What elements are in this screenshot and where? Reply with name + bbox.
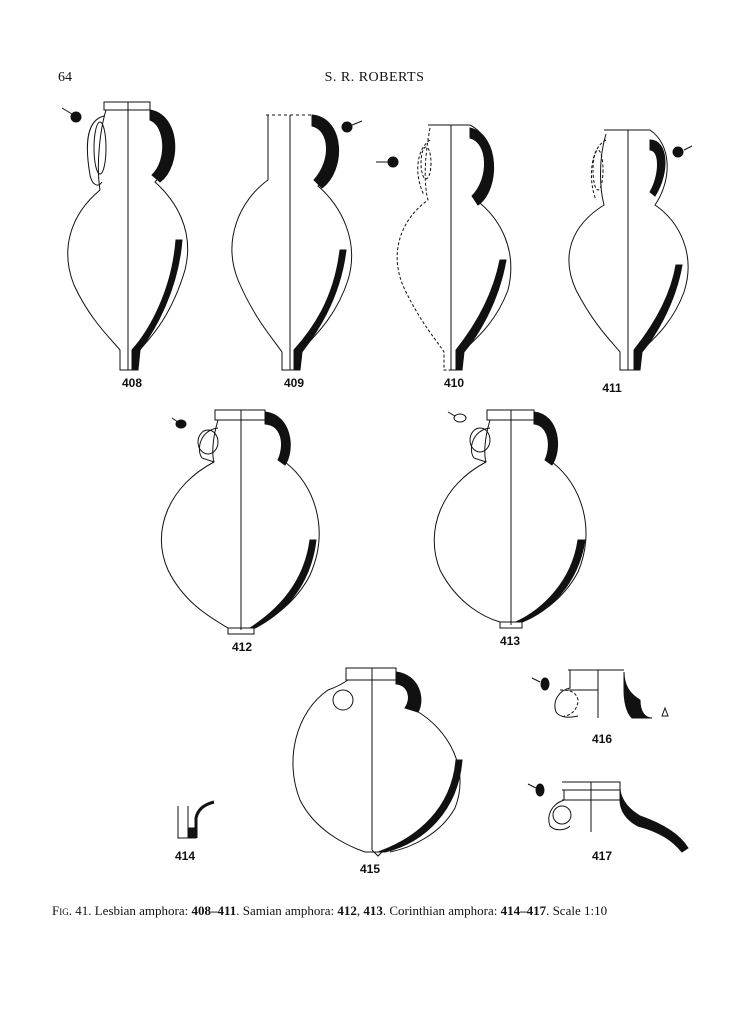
figure-caption: Fig. 41. Lesbian amphora: 408–411. Samia…	[52, 903, 712, 919]
figure-label-416: 416	[591, 732, 613, 746]
caption-separator: ,	[356, 903, 364, 918]
page-number: 64	[58, 70, 72, 85]
caption-samian-a: 412	[337, 903, 357, 918]
figure-label-414: 414	[174, 849, 196, 863]
caption-corinthian-text: . Corinthian amphora:	[382, 903, 501, 918]
amphora-415-drawing	[292, 667, 463, 857]
amphora-417-drawing	[527, 781, 689, 853]
caption-samian-b: 413	[363, 903, 383, 918]
caption-scale-text: . Scale 1:10	[546, 903, 608, 918]
figure-label-417: 417	[591, 849, 613, 863]
amphora-410-drawing	[376, 124, 512, 371]
amphora-408-drawing	[61, 101, 189, 371]
caption-fig-prefix: Fig. 41.	[52, 903, 92, 918]
amphora-416-drawing	[531, 669, 669, 719]
figure-label-412: 412	[231, 640, 253, 654]
figure-label-411: 411	[602, 381, 622, 395]
caption-lesbian-text: Lesbian amphora:	[91, 903, 192, 918]
figure-label-413: 413	[499, 634, 521, 648]
figure-label-415: 415	[359, 862, 381, 876]
amphora-411-drawing	[568, 129, 693, 371]
caption-samian-text: . Samian amphora:	[236, 903, 338, 918]
amphora-409-drawing	[231, 114, 363, 371]
amphora-414-drawing	[177, 800, 215, 839]
amphora-412-drawing	[160, 409, 320, 635]
caption-lesbian-range: 408–411	[191, 903, 237, 918]
caption-corinthian-range: 414–417	[500, 903, 547, 918]
running-title: S. R. ROBERTS	[324, 70, 425, 85]
figure-label-408: 408	[121, 376, 143, 390]
figure-label-409: 409	[283, 376, 305, 390]
figure-label-410: 410	[443, 376, 465, 390]
amphora-413-drawing	[433, 409, 587, 629]
